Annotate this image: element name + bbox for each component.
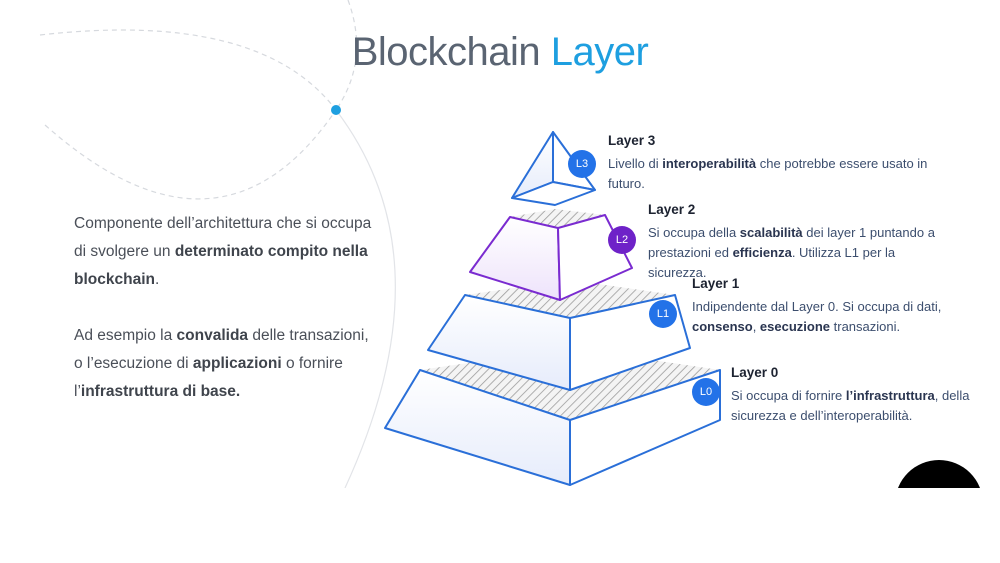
desc-bold: l’infrastruttura <box>845 388 935 403</box>
layer-2-left-face <box>469 216 561 301</box>
layer-2-description: Si occupa della scalabilità dei layer 1 … <box>648 223 948 283</box>
page-title: Blockchain Layer <box>0 30 1000 75</box>
desc-text: Livello di <box>608 156 663 171</box>
layer-1-top-hatch <box>465 280 675 318</box>
badge-l2: L2 <box>608 226 636 254</box>
intro-paragraph-1: Componente dell’architettura che si occu… <box>74 210 374 294</box>
layer-0-label: Layer 0 Si occupa di fornire l’infrastru… <box>731 363 986 426</box>
desc-text: Indipendente dal Layer 0. Si occupa di d… <box>692 299 942 314</box>
desc-text: , <box>752 319 760 334</box>
layer-3-bottom-face <box>511 181 596 206</box>
intro-paragraph-2: Ad esempio la convalida delle transazion… <box>74 322 374 406</box>
desc-text: dei layer 1 puntando a prestazioni ed <box>648 225 935 260</box>
title-word-2: Layer <box>550 30 649 74</box>
desc-text: . Utilizza L1 per la sicurezza. <box>648 245 896 280</box>
layer-0-description: Si occupa di fornire l’infrastruttura, d… <box>731 386 986 426</box>
layer-0-right-face <box>569 369 721 486</box>
badge-l1: L1 <box>649 300 677 328</box>
desc-bold: esecuzione <box>759 319 831 334</box>
intro-text: Componente dell’architettura che si occu… <box>74 210 374 434</box>
desc-text: che potrebbe essere usato in futuro. <box>608 156 928 191</box>
desc-bold: scalabilità <box>739 225 803 240</box>
layer-2-name: Layer 2 <box>648 202 696 217</box>
intro-bold-span: determinato compito nella blockchain <box>74 243 368 288</box>
accent-dot <box>331 105 341 115</box>
layer-1-description: Indipendente dal Layer 0. Si occupa di d… <box>692 297 982 337</box>
layer-3-label: Layer 3 Livello di interoperabilità che … <box>608 131 948 194</box>
layer-3-description: Livello di interoperabilità che potrebbe… <box>608 154 948 194</box>
intro-text-span: delle transazioni, o l’esecuzione di <box>74 327 369 372</box>
layer-1-name: Layer 1 <box>692 276 740 291</box>
layer-2-top-hatch <box>510 209 605 228</box>
intro-bold-span: applicazioni <box>192 355 282 372</box>
dashed-arc-right <box>335 0 358 111</box>
intro-text-span: . <box>154 271 160 288</box>
dashed-arc-top <box>39 29 337 111</box>
desc-bold: consenso <box>692 319 753 334</box>
desc-text: transazioni. <box>830 319 901 334</box>
intro-bold-span: infrastruttura di base. <box>80 383 241 400</box>
layer-2-label: Layer 2 Si occupa della scalabilità dei … <box>648 200 948 283</box>
badge-l3: L3 <box>568 150 596 178</box>
intro-text-span: o fornire l’ <box>74 355 343 400</box>
intro-text-span: Componente dell’architettura che si occu… <box>74 215 372 260</box>
dashed-arc-bottom <box>44 109 337 200</box>
desc-text: Si occupa di fornire <box>731 388 846 403</box>
solid-arc <box>335 109 396 489</box>
intro-bold-span: convalida <box>176 327 249 344</box>
desc-text: , della sicurezza e dell’interoperabilit… <box>731 388 970 423</box>
badge-l0: L0 <box>692 378 720 406</box>
intro-text-span: Ad esempio la <box>74 327 177 344</box>
layer-0-name: Layer 0 <box>731 365 779 380</box>
layer-3-name: Layer 3 <box>608 133 656 148</box>
layer-1-label: Layer 1 Indipendente dal Layer 0. Si occ… <box>692 274 982 337</box>
bottom-margin <box>0 488 1000 563</box>
title-word-1: Blockchain <box>351 30 541 74</box>
desc-bold: interoperabilità <box>662 156 757 171</box>
desc-bold: efficienza <box>732 245 792 260</box>
desc-text: Si occupa della <box>648 225 740 240</box>
